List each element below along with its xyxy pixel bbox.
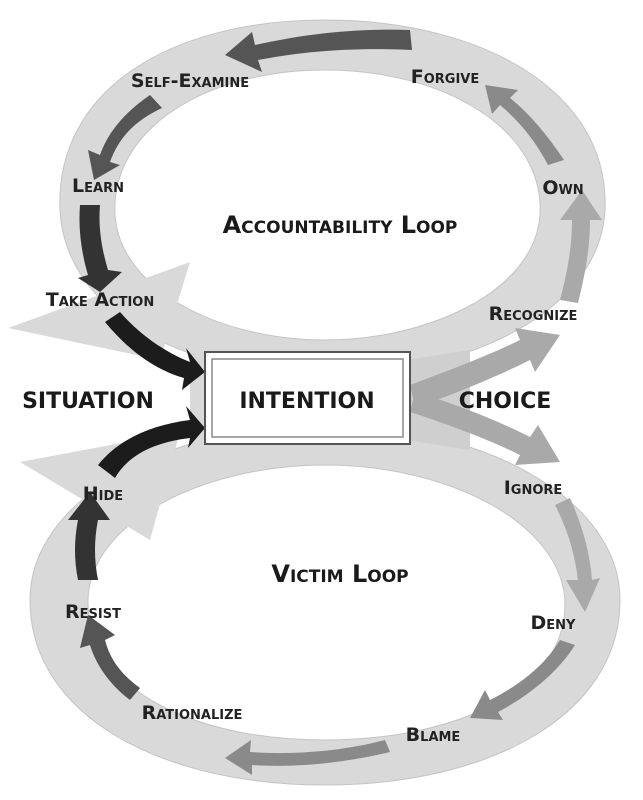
step-forgive: Forgive bbox=[411, 66, 480, 88]
step-recognize: Recognize bbox=[489, 303, 578, 325]
accountability-arrows bbox=[78, 29, 602, 408]
step-ignore: Ignore bbox=[504, 477, 563, 499]
intention-label: INTENTION bbox=[239, 389, 374, 414]
step-take-action: Take Action bbox=[46, 289, 154, 311]
lower-loop-ring bbox=[29, 424, 621, 786]
accountability-loop-title: Accountability Loop bbox=[223, 211, 458, 239]
victim-loop-title: Victim Loop bbox=[271, 560, 408, 588]
arrow-to-intention-upper bbox=[105, 312, 205, 390]
choice-label: CHOICE bbox=[459, 389, 552, 414]
arrow-forgive-to-selfexamine bbox=[225, 29, 412, 72]
arrow-to-take-action bbox=[78, 205, 122, 292]
step-resist: Resist bbox=[65, 601, 121, 623]
step-blame: Blame bbox=[406, 724, 461, 746]
arrow-to-learn bbox=[88, 95, 162, 180]
step-learn: Learn bbox=[72, 175, 124, 197]
arrow-to-own bbox=[560, 190, 602, 303]
arrow-to-blame bbox=[470, 640, 575, 720]
step-rationalize: Rationalize bbox=[142, 702, 243, 724]
victim-arrows bbox=[68, 392, 600, 775]
step-hide: Hide bbox=[83, 483, 123, 505]
arrow-to-deny bbox=[555, 498, 600, 612]
arrow-to-recognize bbox=[410, 328, 560, 408]
step-self-examine: Self-Examine bbox=[131, 70, 249, 92]
arrow-to-intention-lower bbox=[98, 406, 205, 478]
step-deny: Deny bbox=[531, 612, 577, 634]
intention-box: INTENTION bbox=[204, 351, 411, 445]
arrow-to-hide bbox=[68, 492, 110, 580]
arrow-to-ignore bbox=[410, 392, 560, 465]
step-own: Own bbox=[542, 177, 583, 199]
arrow-to-forgive bbox=[485, 85, 564, 165]
arrow-blame-to-rationalize bbox=[225, 740, 390, 775]
arrow-to-resist bbox=[80, 615, 140, 700]
situation-arrow-lower bbox=[20, 432, 180, 540]
situation-label: SITUATION bbox=[22, 389, 154, 414]
